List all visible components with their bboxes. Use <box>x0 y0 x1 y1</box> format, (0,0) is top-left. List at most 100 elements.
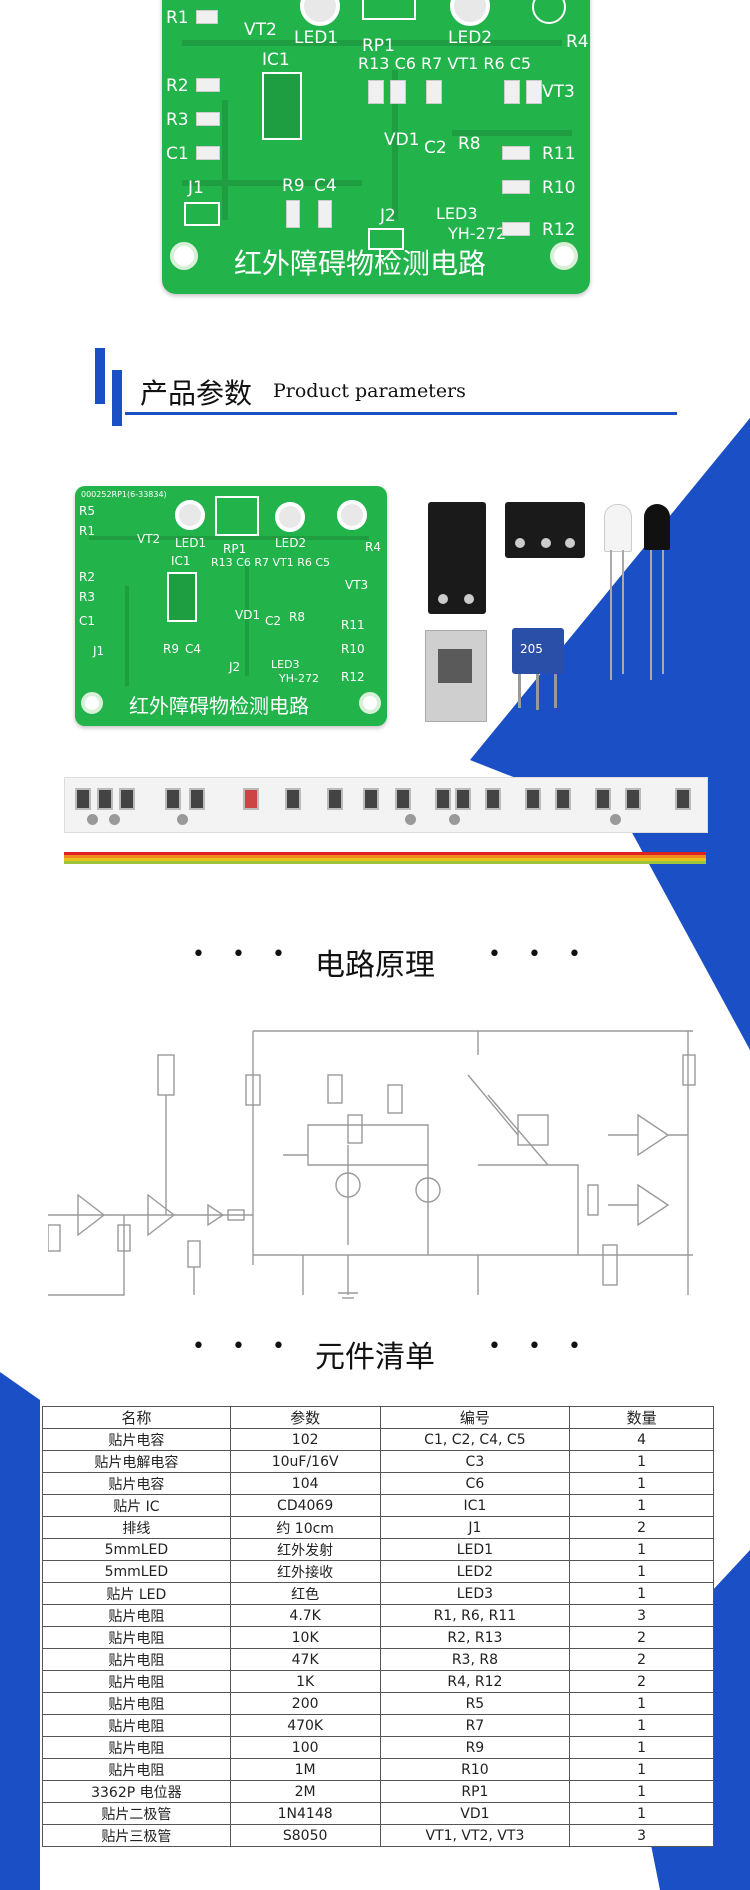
circuit-schematic <box>48 1030 696 1299</box>
table-cell: 1 <box>569 1538 714 1561</box>
table-cell: 200 <box>229 1692 381 1715</box>
table-cell: CD4069 <box>229 1494 381 1517</box>
table-cell: 1 <box>569 1494 714 1517</box>
table-cell: 1K <box>229 1670 381 1693</box>
column-header: 名称 <box>42 1406 231 1429</box>
header-underline <box>125 412 677 415</box>
table-cell: 1 <box>569 1758 714 1781</box>
table-cell: LED1 <box>379 1538 571 1561</box>
table-cell: 贴片二极管 <box>42 1802 231 1825</box>
table-cell: R9 <box>379 1736 571 1759</box>
table-cell: 104 <box>229 1472 381 1495</box>
table-cell: 1N4148 <box>229 1802 381 1825</box>
table-cell: VT1, VT2, VT3 <box>379 1824 571 1847</box>
section-title-cn: 产品参数 <box>140 377 253 410</box>
section-title-circuit: 电路原理 <box>315 948 435 983</box>
column-header: 编号 <box>379 1406 571 1429</box>
column-header: 数量 <box>569 1406 714 1429</box>
pcb-label: R9 <box>282 176 305 196</box>
table-cell: 1 <box>569 1736 714 1759</box>
table-cell: 2 <box>569 1670 714 1693</box>
pcb-title: 红外障碍物检测电路 <box>234 247 487 280</box>
table-cell: R10 <box>379 1758 571 1781</box>
table-cell: 红外发射 <box>229 1538 381 1561</box>
pcb-label: R10 <box>542 178 576 198</box>
table-cell: R2, R13 <box>379 1626 571 1649</box>
table-cell: 2 <box>569 1648 714 1671</box>
table-cell: 4.7K <box>229 1604 381 1627</box>
table-cell: R7 <box>379 1714 571 1737</box>
table-cell: RP1 <box>379 1780 571 1803</box>
table-cell: 贴片三极管 <box>42 1824 231 1847</box>
pcb-label: C1 <box>166 144 189 164</box>
table-cell: 1 <box>569 1692 714 1715</box>
table-cell: J1 <box>379 1516 571 1539</box>
pcb-label: YH-272 <box>448 224 507 243</box>
table-cell: LED2 <box>379 1560 571 1583</box>
table-cell: 贴片电阻 <box>42 1692 231 1715</box>
table-cell: 10K <box>229 1626 381 1649</box>
table-cell: 红外接收 <box>229 1560 381 1583</box>
table-cell: 102 <box>229 1428 381 1451</box>
table-cell: 红色 <box>229 1582 381 1605</box>
sensor-bracket-1 <box>428 502 486 614</box>
table-cell: 1 <box>569 1560 714 1583</box>
decorative-dots: • • • <box>192 942 295 967</box>
table-cell: R5 <box>379 1692 571 1715</box>
table-cell: 1 <box>569 1802 714 1825</box>
table-cell: 贴片电容 <box>42 1428 231 1451</box>
pcb-label: LED3 <box>436 204 478 223</box>
pcb-label: VT3 <box>542 82 575 102</box>
pcb-label: VT2 <box>244 20 277 40</box>
table-cell: 1 <box>569 1582 714 1605</box>
table-cell: 贴片电阻 <box>42 1670 231 1693</box>
table-cell: 470K <box>229 1714 381 1737</box>
pcb-label: R1 <box>166 8 189 28</box>
table-cell: 排线 <box>42 1516 231 1539</box>
decorative-dots: • • • <box>488 1334 591 1359</box>
table-cell: 5mmLED <box>42 1538 231 1561</box>
column-header: 参数 <box>229 1406 381 1429</box>
table-cell: 100 <box>229 1736 381 1759</box>
table-cell: C1, C2, C4, C5 <box>379 1428 571 1451</box>
pcb-label: R2 <box>166 76 189 96</box>
decorative-dots: • • • <box>488 942 591 967</box>
table-header-row: 名称 参数 编号 数量 <box>42 1406 714 1429</box>
potentiometer-label: 205 <box>520 642 543 656</box>
ir-emitter-led <box>604 504 632 684</box>
pcb-label: RP1 <box>362 36 395 56</box>
pcb-label: LED2 <box>448 28 493 48</box>
table-cell: 1 <box>569 1714 714 1737</box>
pcb-label: IC1 <box>262 50 290 70</box>
pcb-code: 000252RP1(6-33834) <box>81 490 167 499</box>
table-cell: 1 <box>569 1472 714 1495</box>
pcb-photo-small: 000252RP1(6-33834) R5 R1 VT2 LED1 RP1 C3… <box>75 486 387 726</box>
table-cell: IC1 <box>379 1494 571 1517</box>
pcb-label: VD1 <box>384 130 420 150</box>
table-cell: 贴片电阻 <box>42 1758 231 1781</box>
table-cell: 贴片 IC <box>42 1494 231 1517</box>
table-cell: 2M <box>229 1780 381 1803</box>
table-cell: 贴片电阻 <box>42 1714 231 1737</box>
pcb-photo-top: R1 VT2 LED1 RP1 LED2 R4 IC1 R13 C6 R7 VT… <box>162 0 590 294</box>
table-cell: 贴片电阻 <box>42 1648 231 1671</box>
pcb-label: C4 <box>314 176 337 196</box>
table-cell: 1 <box>569 1780 714 1803</box>
pcb-label: LED1 <box>294 28 339 48</box>
table-cell: VD1 <box>379 1802 571 1825</box>
table-cell: R1, R6, R11 <box>379 1604 571 1627</box>
table-cell: LED3 <box>379 1582 571 1605</box>
table-cell: 3362P 电位器 <box>42 1780 231 1803</box>
table-cell: R3, R8 <box>379 1648 571 1671</box>
ribbon-wire <box>64 852 706 864</box>
table-cell: 3 <box>569 1824 714 1847</box>
